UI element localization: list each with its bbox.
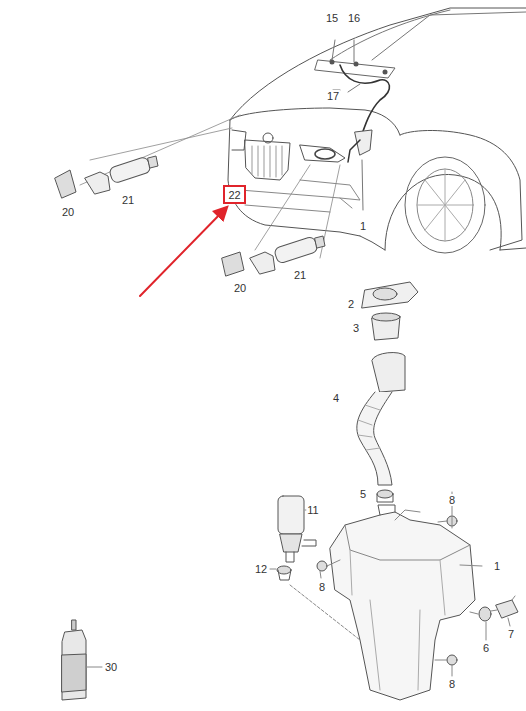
callout-number: 7 bbox=[507, 628, 515, 640]
callout-number: 21 bbox=[121, 194, 135, 206]
callout-number: 17 bbox=[326, 90, 340, 102]
fluid-bottle bbox=[62, 620, 102, 700]
callout-number: 16 bbox=[347, 12, 361, 24]
callout-number: 1 bbox=[493, 560, 501, 572]
callout-number: 11 bbox=[306, 504, 319, 516]
highlight-arrow bbox=[140, 208, 226, 296]
callout-number: 6 bbox=[482, 642, 490, 654]
filler-assembly bbox=[357, 282, 418, 502]
callout-number: 2 bbox=[347, 298, 355, 310]
highlight-box: 22 bbox=[223, 185, 246, 204]
callout-number: 12 bbox=[254, 563, 268, 575]
headlamp-washer-nozzles bbox=[55, 156, 325, 276]
callout-number: 20 bbox=[233, 282, 247, 294]
callout-number: 8 bbox=[448, 494, 456, 506]
callout-number: 3 bbox=[352, 322, 360, 334]
washer-reservoir bbox=[317, 492, 518, 700]
leader-lines bbox=[80, 115, 340, 258]
callout-number: 8 bbox=[318, 581, 326, 593]
callout-number: 4 bbox=[332, 392, 340, 404]
callout-number: 8 bbox=[448, 678, 456, 690]
callout-number: 5 bbox=[359, 488, 367, 500]
callout-number: 1 bbox=[359, 220, 367, 232]
car-body bbox=[228, 8, 526, 253]
callout-number: 22 bbox=[225, 189, 244, 201]
callout-number: 20 bbox=[61, 206, 75, 218]
callout-number: 21 bbox=[293, 269, 307, 281]
callout-number: 15 bbox=[325, 12, 339, 24]
callout-number: 30 bbox=[104, 661, 118, 673]
